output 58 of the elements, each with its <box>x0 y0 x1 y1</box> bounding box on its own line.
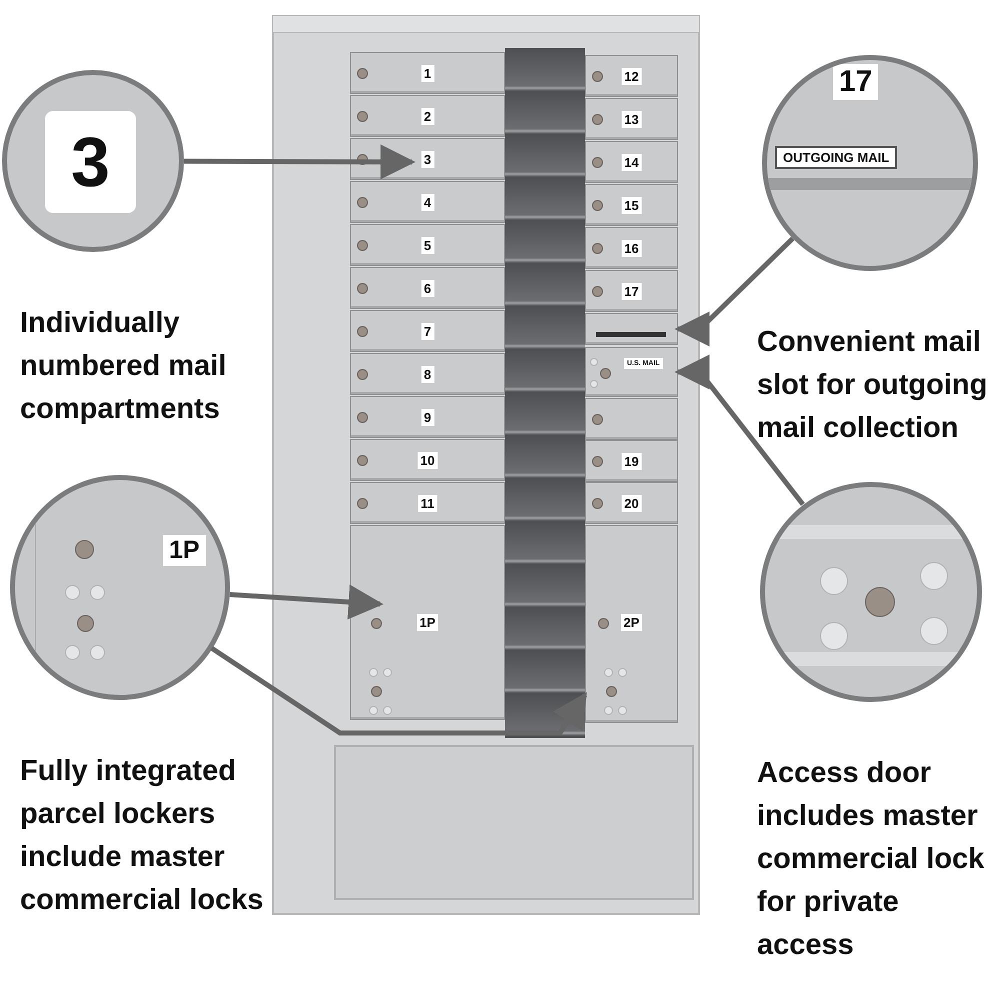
compartment-door <box>585 55 678 97</box>
compartment-door <box>585 482 678 524</box>
parcel-locker-door <box>350 525 505 720</box>
callout-caption: Convenient mail slot for outgoing mail collection <box>757 325 988 446</box>
parcel-locker-door <box>585 525 678 723</box>
compartment-door <box>350 267 505 309</box>
callout-caption: Access door includes master commercial lock for private access <box>757 756 986 963</box>
compartment-door <box>350 396 505 438</box>
compartment-door <box>585 440 678 482</box>
number-tag: 5 <box>420 237 434 254</box>
number-tag: 3 <box>420 151 434 168</box>
number-tag: 8 <box>420 366 434 383</box>
number-tag: 20 <box>621 495 642 512</box>
compartment-door <box>350 482 505 524</box>
number-tag: 11 <box>418 495 438 512</box>
number-tag: 7 <box>420 323 434 340</box>
number-tag: 9 <box>420 409 434 426</box>
compartment-door <box>350 224 505 266</box>
number-tag: 17 <box>833 64 878 100</box>
compartment-door <box>350 353 505 395</box>
compartment-door <box>585 227 678 269</box>
number-tag: 10 <box>417 452 438 469</box>
callout-caption: Individually numbered mail compartments <box>20 306 228 427</box>
compartment-door <box>350 95 505 137</box>
compartment-door <box>585 398 678 440</box>
number-tag: 19 <box>621 453 642 470</box>
compartment-door <box>350 310 505 352</box>
number-tag: 6 <box>420 280 434 297</box>
arrow <box>674 354 805 506</box>
number-tag: 4 <box>420 194 434 211</box>
number-tag: 2 <box>420 108 434 125</box>
compartment-door <box>585 270 678 312</box>
arrow <box>210 646 588 736</box>
number-tag: 13 <box>621 111 642 128</box>
outgoing-mail-slot <box>585 313 678 345</box>
compartment-door <box>350 52 505 94</box>
arrow <box>230 584 384 620</box>
compartment-door <box>585 141 678 183</box>
arrow <box>674 236 794 346</box>
slot-label: OUTGOING MAIL <box>775 146 898 169</box>
access-door <box>585 347 678 397</box>
number-tag: 17 <box>621 283 642 300</box>
number-tag: 15 <box>621 197 642 214</box>
number-tag: 1P <box>163 535 206 566</box>
number-tag: 16 <box>621 240 642 257</box>
number-tag: 1P <box>416 614 438 631</box>
number-tag: 14 <box>621 154 642 171</box>
callout-caption: Fully integrated parcel lockers include master commercial locks <box>20 754 264 918</box>
number-tag: 1 <box>420 65 434 82</box>
compartment-door <box>350 439 505 481</box>
compartment-door <box>585 98 678 140</box>
number-tag: 2P <box>620 614 642 631</box>
mailbox-unit-drawing <box>272 15 700 915</box>
number-tag: 3 <box>45 111 136 213</box>
arrow <box>184 144 416 180</box>
compartment-door <box>585 184 678 226</box>
compartment-door <box>350 181 505 223</box>
number-tag: 12 <box>621 68 642 85</box>
